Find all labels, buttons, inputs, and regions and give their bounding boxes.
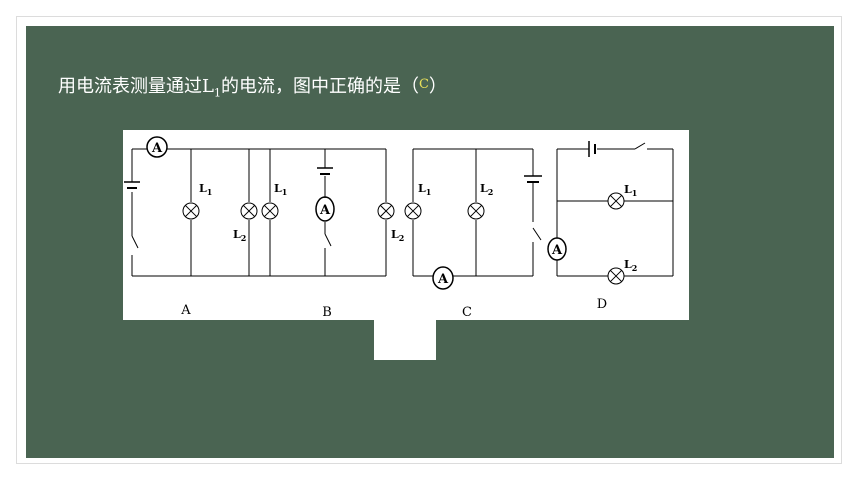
lamp-icon <box>467 202 485 220</box>
lamp-label: L2 <box>391 228 404 243</box>
circuit-c <box>404 148 542 290</box>
lamp-icon <box>182 202 200 220</box>
ammeter-label: A <box>151 141 163 156</box>
lamp-label: L1 <box>418 182 431 197</box>
lamp-label: L2 <box>480 182 493 197</box>
answer-letter: C <box>418 77 429 92</box>
circuit-label-b: B <box>322 305 332 320</box>
ammeter-label: A <box>551 243 563 258</box>
ammeter-icon <box>146 136 168 158</box>
lamp-label: L1 <box>624 183 637 198</box>
lamp-label: L2 <box>624 258 637 273</box>
circuit-label-a: A <box>180 303 191 318</box>
lamp-icon <box>377 202 395 220</box>
question-close: ） <box>428 76 447 97</box>
lamp-label: L1 <box>274 182 287 197</box>
ammeter-icon <box>315 196 335 222</box>
circuit-label-d: D <box>597 297 607 312</box>
board-tab <box>374 318 436 360</box>
lamp-label: L2 <box>233 228 246 243</box>
ammeter-icon <box>432 266 454 290</box>
ammeter-icon <box>547 237 567 261</box>
question-text: 用电流表测量通过L1的电流，图中正确的是（C） <box>58 72 447 100</box>
ammeter-label: A <box>319 203 331 218</box>
circuit-board <box>123 130 689 320</box>
circuit-b <box>261 148 395 277</box>
lamp-icon <box>607 267 625 285</box>
lamp-icon <box>404 202 422 220</box>
lamp-icon <box>261 202 279 220</box>
slide-frame <box>16 16 842 464</box>
question-subscript: 1 <box>213 86 221 100</box>
question-prefix: 用电流表测量通过L <box>58 76 214 97</box>
ammeter-label: A <box>437 272 449 287</box>
lamp-label: L1 <box>199 182 212 197</box>
circuit-diagrams: A A A A L1 L2 L1 L2 L1 L2 L1 L2 A B C D <box>124 136 674 320</box>
question-suffix: 的电流，图中正确的是（ <box>220 76 419 97</box>
circuit-label-c: C <box>462 305 472 320</box>
lamp-icon <box>607 192 625 210</box>
circuit-a <box>124 136 276 277</box>
circuit-d <box>547 141 674 285</box>
lamp-icon <box>240 202 258 220</box>
